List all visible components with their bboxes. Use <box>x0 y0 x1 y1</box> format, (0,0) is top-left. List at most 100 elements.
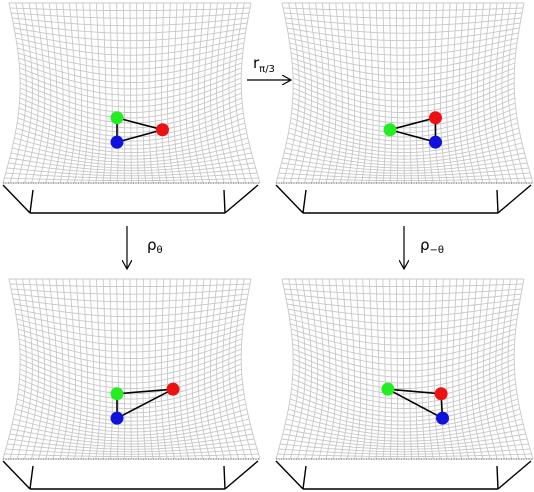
frame-post-right <box>496 465 499 490</box>
surface-mesh <box>275 2 534 184</box>
mesh-line <box>292 87 515 119</box>
blue-vertex <box>436 411 449 425</box>
mesh-line <box>18 338 243 366</box>
rotation-label: rπ/3 <box>253 54 275 75</box>
blue-vertex <box>110 411 124 425</box>
box-frame <box>275 460 532 490</box>
mesh-line <box>291 112 517 142</box>
mesh-line <box>292 353 515 384</box>
panel-bottom-left <box>2 278 261 490</box>
mesh-line <box>291 383 516 414</box>
mesh-line <box>286 142 523 163</box>
mesh-line <box>10 428 252 445</box>
green-vertex <box>110 111 124 125</box>
rotation-label-sub: π/3 <box>259 64 275 75</box>
frame-edge-right <box>497 184 532 214</box>
mesh-line <box>19 102 243 133</box>
frame-edge-left <box>2 460 31 490</box>
rho-neg-theta-label-main: ρ <box>420 236 430 254</box>
mesh-line <box>160 2 168 184</box>
frame-post-left <box>29 189 34 214</box>
mesh-line <box>18 57 243 84</box>
mesh-line <box>16 127 246 154</box>
mesh-line <box>291 107 516 138</box>
surface-mesh <box>2 278 261 460</box>
rotation-label-main: r <box>253 54 260 72</box>
frame-edge-right <box>224 184 259 214</box>
red-vertex <box>429 111 442 125</box>
mesh-line <box>292 67 515 96</box>
mesh-line <box>290 393 518 422</box>
mesh-line <box>292 343 515 372</box>
mesh-line <box>286 418 523 439</box>
mesh-line <box>19 348 242 378</box>
mesh-line <box>288 408 520 433</box>
mesh-line <box>148 2 154 184</box>
edge-green-red <box>389 117 436 131</box>
frame-post-right <box>496 189 499 214</box>
mesh-line <box>9 433 253 448</box>
mesh-line <box>284 12 523 19</box>
mesh-line <box>19 87 242 119</box>
mesh-line <box>282 157 526 172</box>
mesh-line <box>10 7 251 12</box>
mesh-line <box>10 283 251 288</box>
edge-blue-green <box>387 388 443 419</box>
mesh-line <box>17 393 245 422</box>
rho-neg-theta-arrow: ρ−θ <box>404 226 444 268</box>
frame-edge-left <box>2 184 31 214</box>
rho-theta-label-sub: θ <box>157 245 163 256</box>
mesh-line <box>16 318 245 339</box>
mesh-line <box>7 167 256 177</box>
mesh-line <box>291 338 516 366</box>
mesh-line <box>292 358 515 389</box>
mesh-line <box>292 102 516 133</box>
mesh-line <box>287 303 520 318</box>
mesh-line <box>292 97 515 129</box>
frame-post-left <box>29 465 34 490</box>
mesh-line <box>292 348 515 378</box>
panel-top-left <box>2 2 261 214</box>
mesh-line <box>8 162 255 174</box>
mesh-line <box>292 373 515 405</box>
box-frame <box>2 184 259 214</box>
mesh-line <box>18 62 243 90</box>
mesh-line <box>277 177 532 182</box>
mesh-line <box>19 67 242 96</box>
mesh-line <box>285 423 524 442</box>
frame-edge-right <box>224 460 259 490</box>
mesh-line <box>283 152 525 169</box>
mesh-line <box>287 413 522 436</box>
mesh-line <box>12 147 251 166</box>
mesh-line <box>288 313 518 332</box>
mesh-line <box>287 137 522 160</box>
mesh-line <box>19 368 242 400</box>
mesh-line <box>284 288 523 295</box>
mesh-line <box>19 353 242 384</box>
mesh-line <box>13 142 250 163</box>
edge-red-blue <box>116 388 174 419</box>
mesh-line <box>289 403 519 430</box>
edge-green-red <box>387 388 442 395</box>
mesh-line <box>19 82 242 113</box>
mesh-line <box>291 57 516 84</box>
mesh-line <box>283 7 524 12</box>
mesh-line <box>513 2 534 184</box>
mesh-line <box>18 107 243 138</box>
mesh-line <box>19 358 242 389</box>
mesh-line <box>16 403 246 430</box>
mesh-line <box>280 443 529 453</box>
mesh-line <box>16 398 246 426</box>
mesh-line <box>277 453 532 458</box>
mesh-line <box>289 318 518 339</box>
mesh-line <box>13 22 248 34</box>
mesh-line <box>283 428 525 445</box>
mesh-line <box>18 383 243 414</box>
green-vertex <box>383 123 397 137</box>
panel-bottom-right <box>275 278 534 490</box>
mesh-line <box>285 147 524 166</box>
mesh-line <box>13 298 248 310</box>
mesh-line <box>4 177 259 182</box>
mesh-line <box>5 448 258 455</box>
frame-post-left <box>302 465 307 490</box>
